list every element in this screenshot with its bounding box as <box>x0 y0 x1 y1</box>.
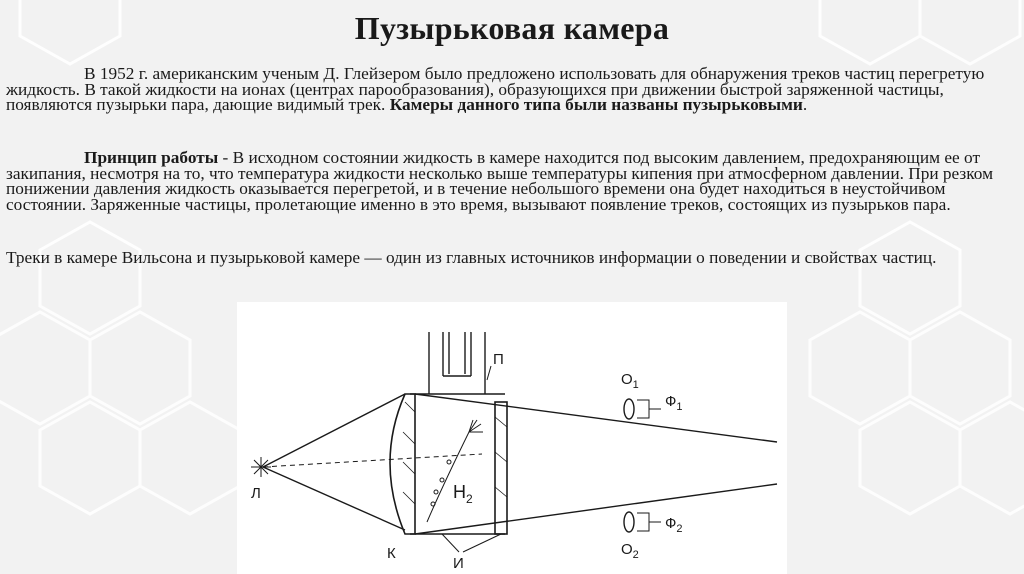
principle-lead: Принцип работы <box>84 148 219 167</box>
label-lens-o2: O2 <box>621 541 639 561</box>
condenser-lens <box>389 393 416 535</box>
label-windows: И <box>453 555 464 572</box>
intro-text: В 1952 г. американским ученым Д. Глейзер… <box>6 64 985 115</box>
label-photo-f1: Ф1 <box>665 393 683 413</box>
intro-paragraph: В 1952 г. американским ученым Д. Глейзер… <box>6 64 1010 115</box>
camera-lens-o1 <box>623 398 635 420</box>
principle-paragraph: Принцип работы - В исходном состоянии жи… <box>6 148 1010 214</box>
label-photo-f2: Ф2 <box>665 515 683 535</box>
piston <box>428 332 486 394</box>
principle-text: - В исходном состоянии жидкость в камере… <box>6 148 994 214</box>
label-chamber-k: К <box>387 545 396 562</box>
label-source: Л <box>251 485 261 502</box>
particle-tracks <box>426 419 483 523</box>
label-hydrogen: H2 <box>453 482 473 506</box>
intro-end: . <box>802 95 808 115</box>
label-piston: П <box>493 351 504 368</box>
label-lens-o1: O1 <box>621 371 639 391</box>
camera-lens-o2 <box>623 511 635 533</box>
page-title: Пузырьковая камера <box>354 10 670 46</box>
conclusion-paragraph: Треки в камере Вильсона и пузырьковой ка… <box>6 248 937 267</box>
intro-bold-text: Камеры данного типа были названы пузырьк… <box>389 95 803 115</box>
light-source-icon <box>251 457 271 477</box>
bubble-chamber-diagram: Л К И П H2 O1 O2 Ф1 Ф2 <box>237 302 787 574</box>
